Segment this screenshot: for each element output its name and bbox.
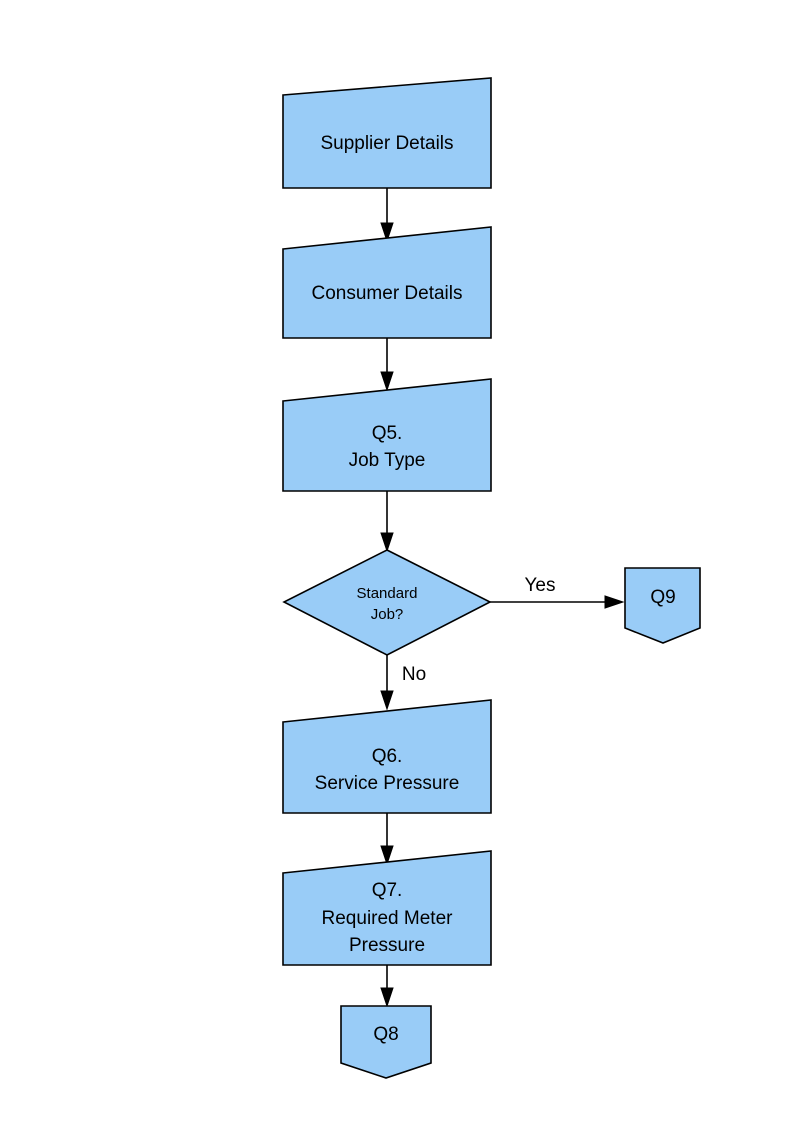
- supplier-details-label: Supplier Details: [320, 133, 453, 154]
- edge-decision-to-q6: No: [380, 655, 426, 711]
- q6-service-pressure-shape[interactable]: [282, 699, 492, 814]
- edge-label-yes: Yes: [525, 575, 556, 596]
- supplier-details-shape[interactable]: [282, 77, 492, 189]
- edge-decision-to-q6-arrowhead: [380, 690, 394, 711]
- edge-decision-to-q9: Yes: [490, 575, 625, 609]
- q6-service-pressure-label-line2: Service Pressure: [315, 773, 460, 794]
- consumer-details-label: Consumer Details: [312, 283, 463, 304]
- edge-supplier-to-consumer-arrowhead: [380, 222, 394, 243]
- edge-q6-to-q7-arrowhead: [380, 845, 394, 866]
- q7-required-meter-pressure-shape[interactable]: [282, 850, 492, 966]
- standard-job-decision-label-line1: Standard: [357, 585, 418, 602]
- q9-shape[interactable]: [624, 567, 701, 644]
- node-standard-job-decision[interactable]: Standard Job?: [282, 549, 492, 656]
- edge-consumer-to-q5: [380, 338, 394, 392]
- node-q8[interactable]: Q8: [340, 1005, 432, 1079]
- q6-service-pressure-label-line1: Q6.: [372, 746, 403, 767]
- standard-job-decision-shape[interactable]: [282, 549, 492, 656]
- node-q5-job-type[interactable]: Q5. Job Type: [282, 378, 492, 492]
- edge-decision-to-q9-arrowhead: [604, 595, 625, 609]
- q8-shape[interactable]: [340, 1005, 432, 1079]
- edge-label-no: No: [402, 664, 426, 685]
- standard-job-decision-label-line2: Job?: [371, 606, 404, 623]
- node-consumer-details[interactable]: Consumer Details: [282, 226, 492, 339]
- node-supplier-details[interactable]: Supplier Details: [282, 77, 492, 189]
- edge-consumer-to-q5-arrowhead: [380, 371, 394, 392]
- consumer-details-shape[interactable]: [282, 226, 492, 339]
- q7-required-meter-pressure-label-line2: Required Meter: [322, 908, 454, 929]
- q5-job-type-label-line2: Job Type: [349, 450, 426, 471]
- edge-q5-to-decision-arrowhead: [380, 532, 394, 553]
- q7-required-meter-pressure-label-line3: Pressure: [349, 935, 425, 956]
- q5-job-type-label-line1: Q5.: [372, 423, 403, 444]
- edge-q7-to-q8: [380, 965, 394, 1008]
- edge-q5-to-decision: [380, 491, 394, 553]
- edge-q7-to-q8-arrowhead: [380, 987, 394, 1008]
- q9-label: Q9: [650, 587, 675, 608]
- node-q7-required-meter-pressure[interactable]: Q7. Required Meter Pressure: [282, 850, 492, 966]
- q7-required-meter-pressure-label-line1: Q7.: [372, 880, 403, 901]
- q8-label: Q8: [373, 1024, 398, 1045]
- node-q9[interactable]: Q9: [624, 567, 701, 644]
- node-q6-service-pressure[interactable]: Q6. Service Pressure: [282, 699, 492, 814]
- q5-job-type-shape[interactable]: [282, 378, 492, 492]
- edge-supplier-to-consumer: [380, 188, 394, 243]
- edge-q6-to-q7: [380, 813, 394, 866]
